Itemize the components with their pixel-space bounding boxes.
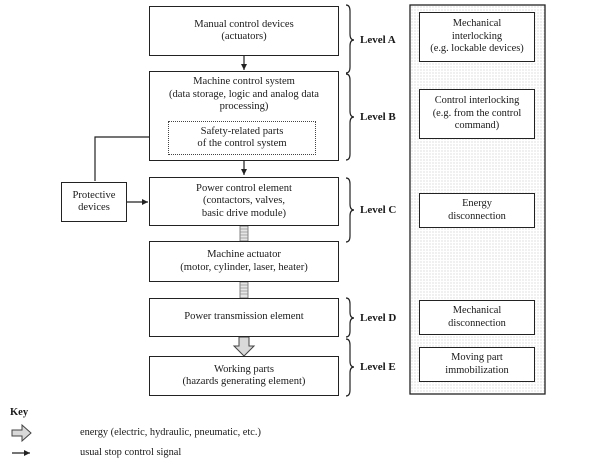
machine-actuator-line-2: (motor, cylinder, laser, heater)	[180, 261, 308, 273]
level-d-label: Level D	[360, 312, 397, 324]
machine-control-line-2: (data storage, logic and analog data	[168, 88, 319, 100]
protective-devices-box: Protective devices	[61, 182, 127, 222]
moving-part-immobilization-box: Moving part immobilization	[419, 347, 535, 382]
safety-parts-line-2: of the control system	[197, 138, 287, 149]
energy-shaft-2	[239, 281, 249, 299]
key-energy-arrow-icon	[11, 423, 32, 443]
mech-disc-line-2: disconnection	[448, 317, 506, 329]
power-control-line-2: (contactors, valves,	[202, 195, 286, 207]
key-title: Key	[10, 407, 29, 418]
working-parts-box: Working parts (hazards generating elemen…	[149, 356, 339, 396]
bracket-level-b	[345, 73, 355, 161]
mech-interlocking-line-3: (e.g. lockable devices)	[430, 43, 524, 55]
power-control-line-1: Power control element	[196, 182, 292, 194]
protective-feedback-line	[94, 134, 167, 181]
protective-line-2: devices	[78, 202, 110, 213]
energy-disc-line-1: Energy	[462, 198, 492, 209]
mechanical-interlocking-box: Mechanical interlocking (e.g. lockable d…	[419, 12, 535, 62]
key-energy-text: energy (electric, hydraulic, pneumatic, …	[80, 427, 261, 438]
power-control-line-3: basic drive module)	[201, 207, 287, 219]
manual-control-line-2: (actuators)	[221, 31, 267, 42]
power-transmission-element-box: Power transmission element	[149, 298, 339, 337]
bracket-level-d	[345, 297, 355, 338]
manual-control-line-1: Manual control devices	[194, 18, 294, 30]
protective-line-1: Protective	[72, 189, 116, 201]
mech-disc-line-1: Mechanical	[452, 305, 502, 316]
energy-arrow-down	[232, 336, 256, 357]
power-transmission-label: Power transmission element	[184, 311, 304, 323]
machine-actuator-line-1: Machine actuator	[207, 249, 281, 260]
working-parts-line-2: (hazards generating element)	[182, 376, 306, 387]
manual-control-devices-box: Manual control devices (actuators)	[149, 6, 339, 56]
power-control-element-box: Power control element (contactors, valve…	[149, 177, 339, 226]
safety-parts-line-1: Safety-related parts	[200, 125, 284, 137]
level-b-label: Level B	[360, 111, 396, 123]
moving-part-line-2: immobilization	[445, 364, 509, 376]
bracket-level-a	[345, 4, 355, 74]
ctrl-interlocking-line-3: command)	[454, 120, 500, 132]
level-a-label: Level A	[360, 34, 396, 46]
mech-interlocking-line-2: interlocking	[451, 30, 503, 42]
ctrl-interlocking-line-2: (e.g. from the control	[432, 107, 522, 119]
ctrl-interlocking-line-1: Control interlocking	[434, 95, 520, 107]
bracket-level-c	[345, 177, 355, 243]
level-e-label: Level E	[360, 361, 396, 373]
mech-interlocking-line-1: Mechanical	[452, 18, 502, 30]
key-stop-signal-text: usual stop control signal	[80, 447, 182, 458]
mechanical-disconnection-box: Mechanical disconnection	[419, 300, 535, 335]
machine-actuator-box: Machine actuator (motor, cylinder, laser…	[149, 241, 339, 282]
energy-shaft-1	[239, 225, 249, 242]
moving-part-line-1: Moving part	[451, 352, 503, 363]
control-interlocking-box: Control interlocking (e.g. from the cont…	[419, 89, 535, 139]
bracket-level-e	[345, 338, 355, 397]
machine-control-line-3: processing)	[219, 101, 269, 112]
working-parts-line-1: Working parts	[213, 363, 275, 375]
energy-disc-line-2: disconnection	[448, 210, 506, 222]
safety-related-parts-box: Safety-related parts of the control syst…	[168, 121, 316, 155]
level-c-label: Level C	[360, 204, 397, 216]
energy-disconnection-box: Energy disconnection	[419, 193, 535, 228]
machine-control-line-1: Machine control system	[193, 76, 295, 87]
